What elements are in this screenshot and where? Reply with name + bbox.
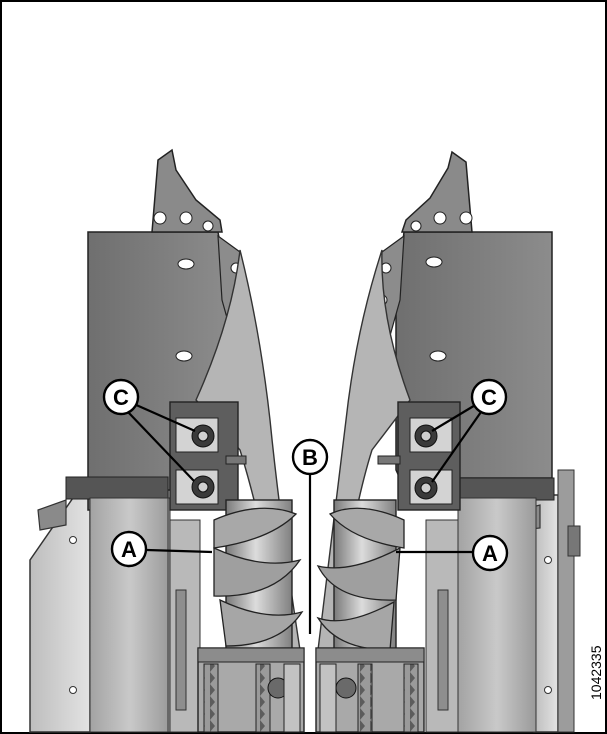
left-hole-top-b (179, 211, 193, 225)
right-outer-frame (533, 494, 559, 733)
leader-a-left (146, 548, 213, 554)
left-bolt-lower (191, 475, 215, 499)
left-top-plate (151, 148, 223, 233)
leader-c-left-upper (133, 402, 196, 433)
right-auger-flight-1 (328, 507, 405, 549)
left-drum-teeth-b (255, 663, 271, 733)
callout-b-center-label: B (302, 445, 318, 470)
left-frame-hole-2 (69, 686, 77, 694)
callout-a-right: A (471, 534, 509, 572)
callout-b-center: B (291, 438, 329, 476)
left-hole-top-c (202, 220, 214, 232)
right-lower-panel (457, 497, 537, 733)
callout-c-left-label: C (113, 385, 129, 410)
leader-c-right-upper (431, 403, 478, 432)
right-hole-top-a (433, 211, 447, 225)
left-hole-low (175, 350, 193, 362)
left-frame-hole (69, 536, 77, 544)
right-assembly (315, 150, 581, 733)
right-frame-hole (544, 556, 552, 564)
right-lower-ledge (457, 477, 555, 501)
left-auger-flight-1 (213, 507, 298, 549)
callout-a-left-label: A (121, 537, 137, 562)
left-drum-band (197, 647, 305, 663)
right-outer-post (557, 469, 575, 733)
right-auger-flight-2 (316, 546, 401, 601)
right-hole-top-b (459, 211, 473, 225)
leader-c-right-lower (431, 411, 482, 483)
left-drum-bar (283, 663, 301, 733)
right-inner-rail-2 (437, 589, 449, 711)
left-auger-flight-2 (213, 546, 302, 597)
right-bracket-clip (377, 455, 401, 465)
callout-c-left: C (102, 378, 140, 416)
left-assembly (29, 148, 305, 733)
right-drum-band (315, 647, 425, 663)
right-hole-top-c (410, 220, 422, 232)
right-hole-low (429, 350, 447, 362)
right-hole-mid (425, 256, 443, 268)
left-auger-flight-3 (219, 598, 304, 647)
callout-a-left: A (110, 530, 148, 568)
leader-lines (127, 402, 482, 634)
left-side-flap (37, 499, 67, 531)
left-lower-ledge (65, 476, 169, 500)
callout-c-right-label: C (481, 385, 497, 410)
callout-a-right-label: A (482, 541, 498, 566)
right-bolt-lower (414, 476, 438, 500)
left-bolt-upper (191, 424, 215, 448)
right-drum-bar (319, 663, 337, 733)
callout-c-right: C (470, 378, 508, 416)
right-frame-hole-2 (544, 686, 552, 694)
leader-c-left-lower (127, 411, 195, 482)
left-inner-rail-2 (175, 589, 187, 711)
left-hole-mid (177, 258, 195, 270)
right-outer-post-cap (567, 525, 581, 557)
left-bracket-clip (225, 455, 247, 465)
right-drum-teeth-a (357, 663, 373, 733)
right-drum-bolt (335, 677, 357, 699)
figure-number: 1042335 (588, 645, 604, 700)
left-drum-teeth-a (203, 663, 219, 733)
right-drum-teeth-b (403, 663, 419, 733)
right-bolt-upper (414, 424, 438, 448)
left-hole-top-a (153, 211, 167, 225)
